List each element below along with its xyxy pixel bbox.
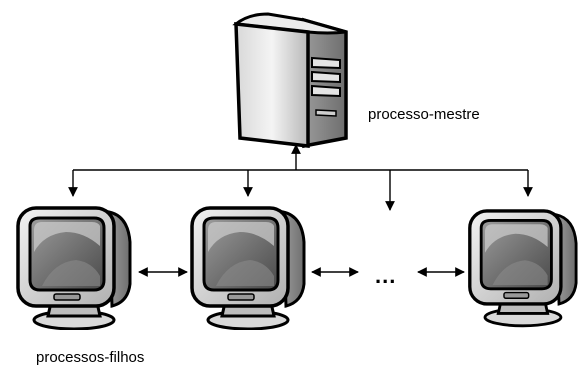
server-icon bbox=[234, 12, 348, 148]
monitor-icon bbox=[190, 206, 306, 330]
child-processes-label: processos-filhos bbox=[36, 349, 144, 366]
connector-bus bbox=[68, 144, 533, 211]
monitor-icon bbox=[16, 206, 132, 330]
monitor-icon bbox=[468, 209, 578, 328]
more-children-ellipsis: ... bbox=[375, 263, 396, 288]
master-process-label: processo-mestre bbox=[368, 106, 480, 123]
